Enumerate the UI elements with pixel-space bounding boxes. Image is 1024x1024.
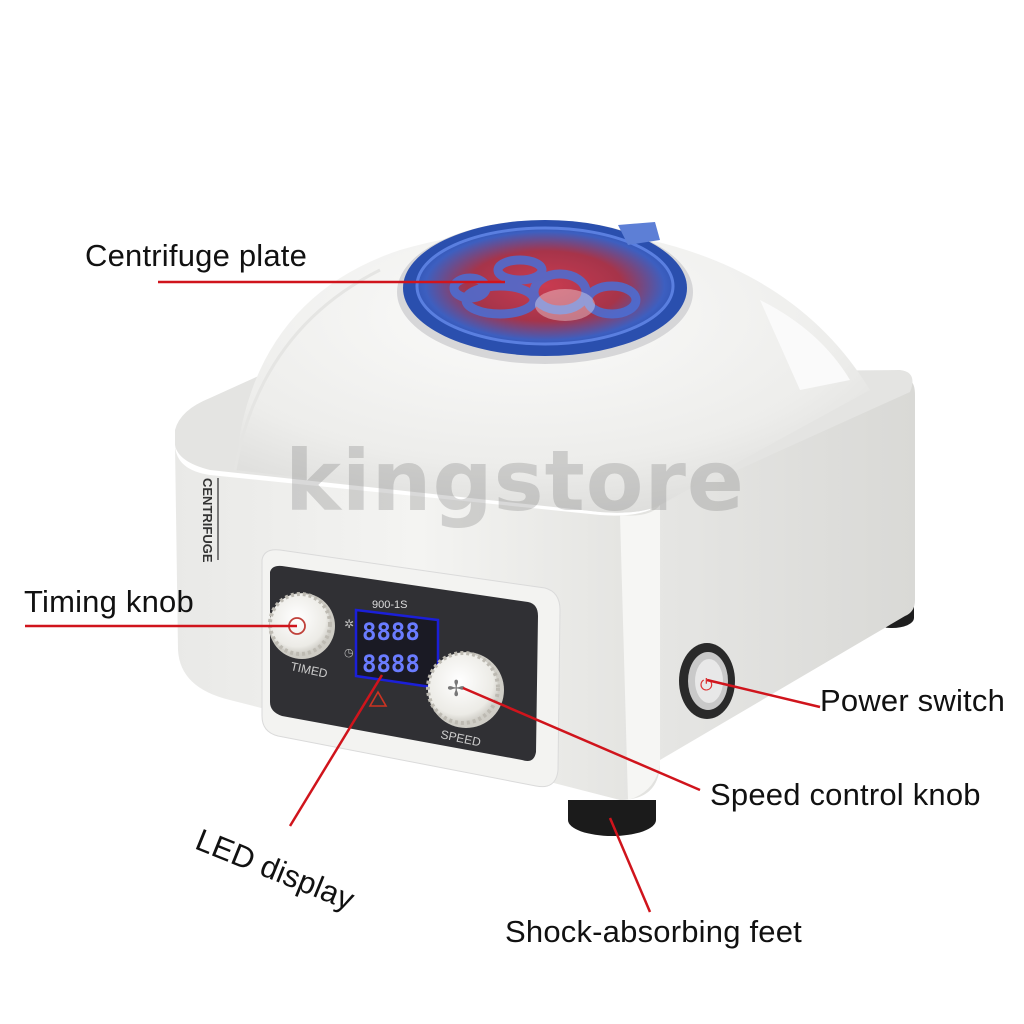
led-display[interactable]: 900-1S 8888 8888 ✲ ◷ [344,599,440,707]
clock-icon: ◷ [344,646,354,659]
callout-speed-control-knob: Speed control knob [710,777,981,812]
watermark: kingstore [285,432,745,530]
model-number: 900-1S [372,599,407,611]
warning-icon [368,690,388,707]
power-icon: ⏻ [700,675,713,694]
display-top-digits: 8888 [362,618,420,646]
callout-power-switch: Power switch [820,683,1006,718]
callout-timing-knob: Timing knob [24,584,194,619]
side-label: CENTRIFUGE [200,478,219,563]
callout-lines [25,280,821,913]
callout-shock-absorbing-feet: Shock-absorbing feet [505,914,802,949]
fan-icon: ✢ [447,677,465,702]
fan-icon: ✲ [344,617,354,631]
display-bottom-digits: 8888 [362,650,420,678]
centrifuge-plate [397,220,693,364]
timing-knob[interactable]: TIMED [268,592,335,681]
centrifuge-side-text: CENTRIFUGE [200,478,215,563]
callout-centrifuge-plate: Centrifuge plate [85,238,308,273]
